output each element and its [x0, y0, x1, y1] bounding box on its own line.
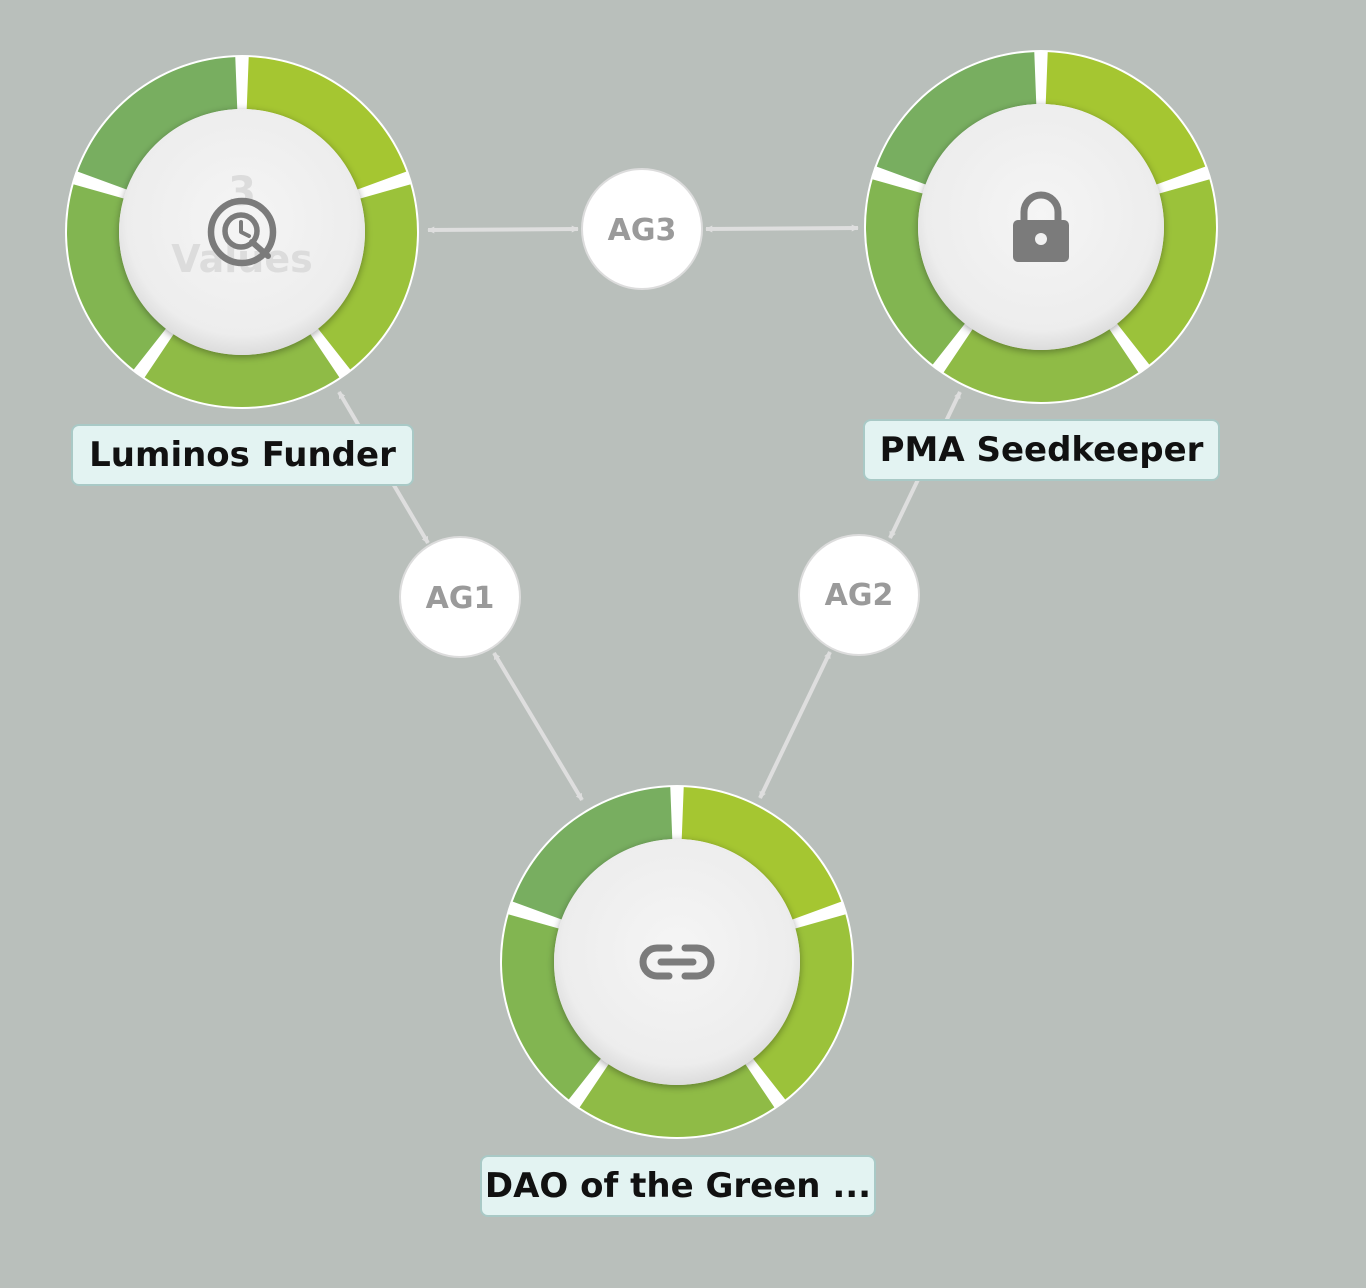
edge-ag2-dao[interactable] [758, 651, 832, 799]
ring-segment[interactable] [246, 57, 407, 190]
agreement-node-ag2[interactable]: AG2 [798, 534, 920, 656]
ring-segment[interactable] [579, 1064, 775, 1137]
ring-segment[interactable] [943, 329, 1139, 402]
node-label-dao-of-the-green[interactable]: DAO of the Green ... [480, 1155, 876, 1217]
node-pma-seedkeeper[interactable] [864, 50, 1218, 404]
ring-segment[interactable] [318, 184, 417, 370]
agreement-label-ag1: AG1 [426, 581, 495, 616]
ring-segment[interactable] [144, 334, 340, 407]
ghost-values-text: Values [171, 237, 312, 281]
ghost-count: 3 [228, 169, 256, 215]
node-dao-of-the-green[interactable] [500, 785, 854, 1139]
agreement-node-ag3[interactable]: AG3 [581, 168, 703, 290]
ring-segment[interactable] [502, 914, 601, 1100]
link-icon [639, 944, 715, 980]
ring-segment[interactable] [876, 52, 1037, 185]
node-luminos-funder[interactable]: 3 Values [65, 55, 419, 409]
ring-segment[interactable] [753, 914, 852, 1100]
ring-segment[interactable] [1045, 52, 1206, 185]
ring-segment[interactable] [512, 787, 673, 920]
clock-icon [207, 197, 277, 267]
agreement-label-ag3: AG3 [608, 213, 677, 248]
agreement-node-ag1[interactable]: AG1 [399, 536, 521, 658]
agreement-label-ag2: AG2 [825, 578, 894, 613]
ring-segment[interactable] [1117, 179, 1216, 365]
edges [337, 224, 962, 802]
edge-ag1-dao[interactable] [492, 651, 584, 802]
edge-ag3-pma[interactable] [705, 224, 859, 233]
edge-luminos-ag3[interactable] [427, 225, 579, 234]
ring-segment[interactable] [66, 184, 166, 370]
ring-segment[interactable] [77, 57, 238, 190]
ring-segment[interactable] [866, 179, 965, 365]
node-label-luminos-funder[interactable]: Luminos Funder [71, 424, 414, 486]
node-label-pma-seedkeeper[interactable]: PMA Seedkeeper [863, 419, 1220, 481]
lock-icon [1013, 191, 1069, 262]
ring-segment[interactable] [681, 787, 842, 920]
